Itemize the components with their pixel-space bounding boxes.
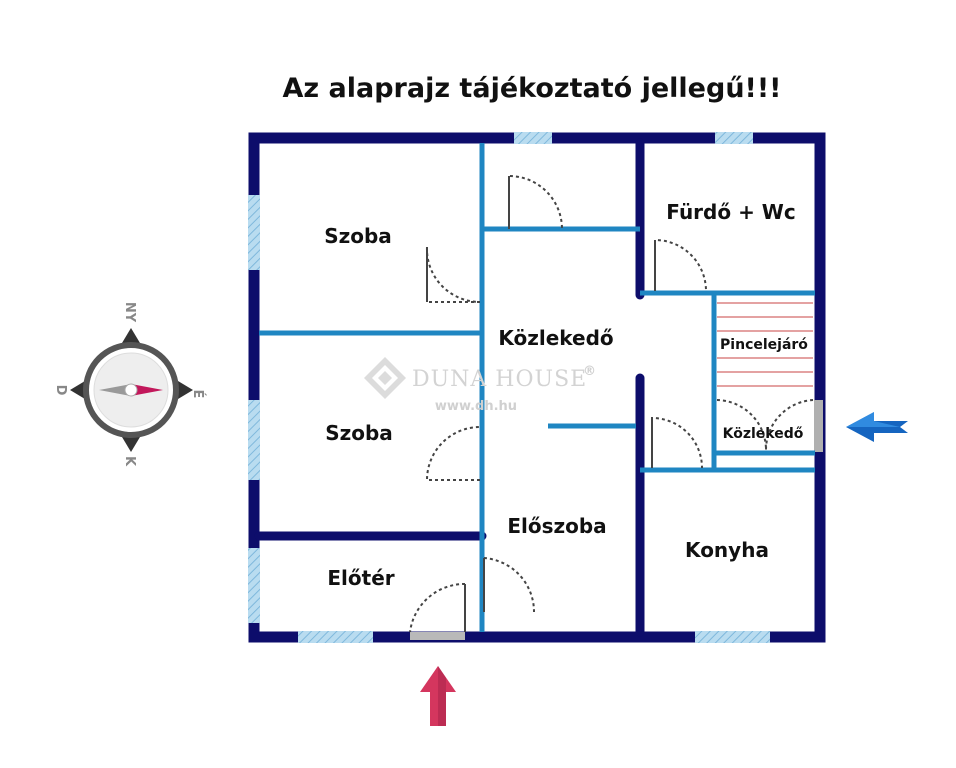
window-top-1 <box>514 132 552 144</box>
watermark-brand: DUNA HOUSE <box>412 367 587 392</box>
room-label-eloter: Előtér <box>327 566 394 590</box>
door-swing-szoba-bottom <box>425 426 481 481</box>
door-swing-kozlekedo <box>651 416 703 469</box>
stairs <box>717 302 813 387</box>
door-swing-top-hall <box>508 174 563 230</box>
compass-north-label: NY <box>122 302 137 323</box>
door-swings <box>409 174 814 633</box>
watermark-url: www.dh.hu <box>435 399 517 414</box>
room-label-szoba-bottom: Szoba <box>325 421 393 445</box>
window-right-door <box>814 400 823 452</box>
room-label-kozlekedo-main: Közlekedő <box>498 326 613 350</box>
door-swing-szoba-top <box>425 246 481 303</box>
inner-walls-light <box>259 143 815 632</box>
door-swing-eloszoba <box>483 556 536 613</box>
compass-east-label: É <box>190 390 206 399</box>
room-label-furdo-wc: Fürdő + Wc <box>666 200 795 224</box>
window-left-1 <box>248 195 260 270</box>
compass-south-label: K <box>122 456 137 467</box>
entrance-threshold <box>410 632 465 640</box>
windows <box>248 132 823 643</box>
compass-west-label: D <box>53 385 68 396</box>
window-left-3 <box>248 548 260 623</box>
room-label-pincelejaro: Pincelejáró <box>720 337 808 353</box>
inner-walls-dark <box>254 138 645 637</box>
watermark-registered: ® <box>583 364 596 379</box>
door-swing-small-right <box>764 399 814 451</box>
compass-icon: NY É K D <box>53 302 206 467</box>
room-label-konyha: Konyha <box>685 538 769 562</box>
window-top-2 <box>715 132 753 144</box>
watermark: DUNA HOUSE ® www.dh.hu <box>364 357 596 414</box>
door-swing-furdo <box>654 238 707 292</box>
room-label-kozlekedo-small: Közlekedő <box>723 426 804 442</box>
door-swing-eloter <box>409 582 466 633</box>
up-arrow-icon <box>420 666 456 726</box>
left-arrow-icon <box>846 412 908 442</box>
page-title: Az alaprajz tájékoztató jellegű!!! <box>283 73 782 104</box>
door-swing-small-left <box>716 399 767 451</box>
diamond-logo-icon <box>364 357 406 399</box>
window-bottom-2 <box>695 631 770 643</box>
room-label-szoba-top: Szoba <box>324 224 392 248</box>
room-label-eloszoba: Előszoba <box>507 514 606 538</box>
window-bottom-1 <box>298 631 373 643</box>
window-left-2 <box>248 400 260 480</box>
door-leaves <box>426 176 656 632</box>
